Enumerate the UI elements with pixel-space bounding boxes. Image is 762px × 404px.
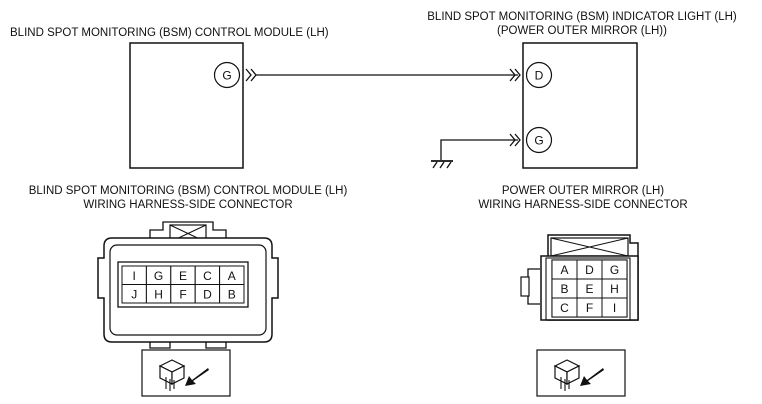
control-module-box [129,42,244,169]
right-pin-a: A [551,259,578,280]
left-connector: I G E C A J H F D B [97,221,279,349]
left-pin-j: J [121,284,147,304]
left-connector-title-line2: WIRING HARNESS-SIDE CONNECTOR [83,199,292,211]
right-pin-d: D [576,259,603,280]
right-pin-label: D [585,263,594,277]
module-terminal-g: G [213,61,241,89]
signal-wire [245,68,521,82]
right-pin-cells: A D G B E H C F I [551,259,628,318]
module-title: BLIND SPOT MONITORING (BSM) CONTROL MODU… [10,27,329,39]
right-pin-label: B [560,282,568,296]
indicator-terminal-bottom-label: G [534,134,543,148]
left-pin-label: J [131,287,137,301]
left-pin-label: D [203,287,212,301]
right-pin-f: F [576,297,603,318]
left-pin-label: I [133,269,136,283]
indicator-terminal-d: D [525,61,553,89]
right-connector: A D G B E H C F I [520,234,639,321]
left-harness-side-view-icon [141,349,231,397]
right-connector-title-line1: POWER OUTER MIRROR (LH) [502,185,664,197]
right-pin-label: H [610,282,619,296]
left-pin-cells: I G E C A J H F D B [121,265,245,304]
right-pin-label: I [613,301,616,315]
indicator-title-line2: (POWER OUTER MIRROR (LH)) [497,25,667,37]
right-pin-label: A [560,263,568,277]
left-pin-label: F [179,287,186,301]
left-connector-title-line1: BLIND SPOT MONITORING (BSM) CONTROL MODU… [29,185,348,197]
left-pin-h: H [145,284,172,304]
left-pin-label: A [228,269,236,283]
right-harness-side-view-icon [536,349,626,397]
right-pin-label: F [586,301,593,315]
left-pin-label: G [154,269,163,283]
indicator-terminal-top-label: D [535,69,544,83]
left-pin-f: F [170,284,196,304]
left-pin-label: E [179,269,187,283]
right-pin-label: E [585,282,593,296]
indicator-terminal-g: G [525,126,553,154]
left-pin-c: C [194,265,221,285]
left-pin-e: E [170,265,196,285]
right-pin-g: G [601,259,628,280]
left-pin-g: G [145,265,172,285]
left-pin-label: C [203,269,212,283]
right-pin-h: H [601,278,628,299]
module-terminal-label: G [222,69,231,83]
right-pin-i: I [601,297,628,318]
indicator-title-line1: BLIND SPOT MONITORING (BSM) INDICATOR LI… [427,11,737,23]
right-connector-title-line2: WIRING HARNESS-SIDE CONNECTOR [478,199,687,211]
ground-symbol-icon [431,160,453,169]
right-pin-c: C [551,297,578,318]
ground-wire [440,133,521,160]
left-pin-b: B [219,284,245,304]
left-pin-label: H [154,287,163,301]
left-pin-i: I [121,265,147,285]
right-pin-b: B [551,278,578,299]
left-pin-label: B [228,287,236,301]
left-pin-a: A [219,265,245,285]
right-pin-label: G [610,263,619,277]
right-pin-label: C [560,301,569,315]
left-pin-d: D [194,284,221,304]
right-pin-e: E [576,278,603,299]
